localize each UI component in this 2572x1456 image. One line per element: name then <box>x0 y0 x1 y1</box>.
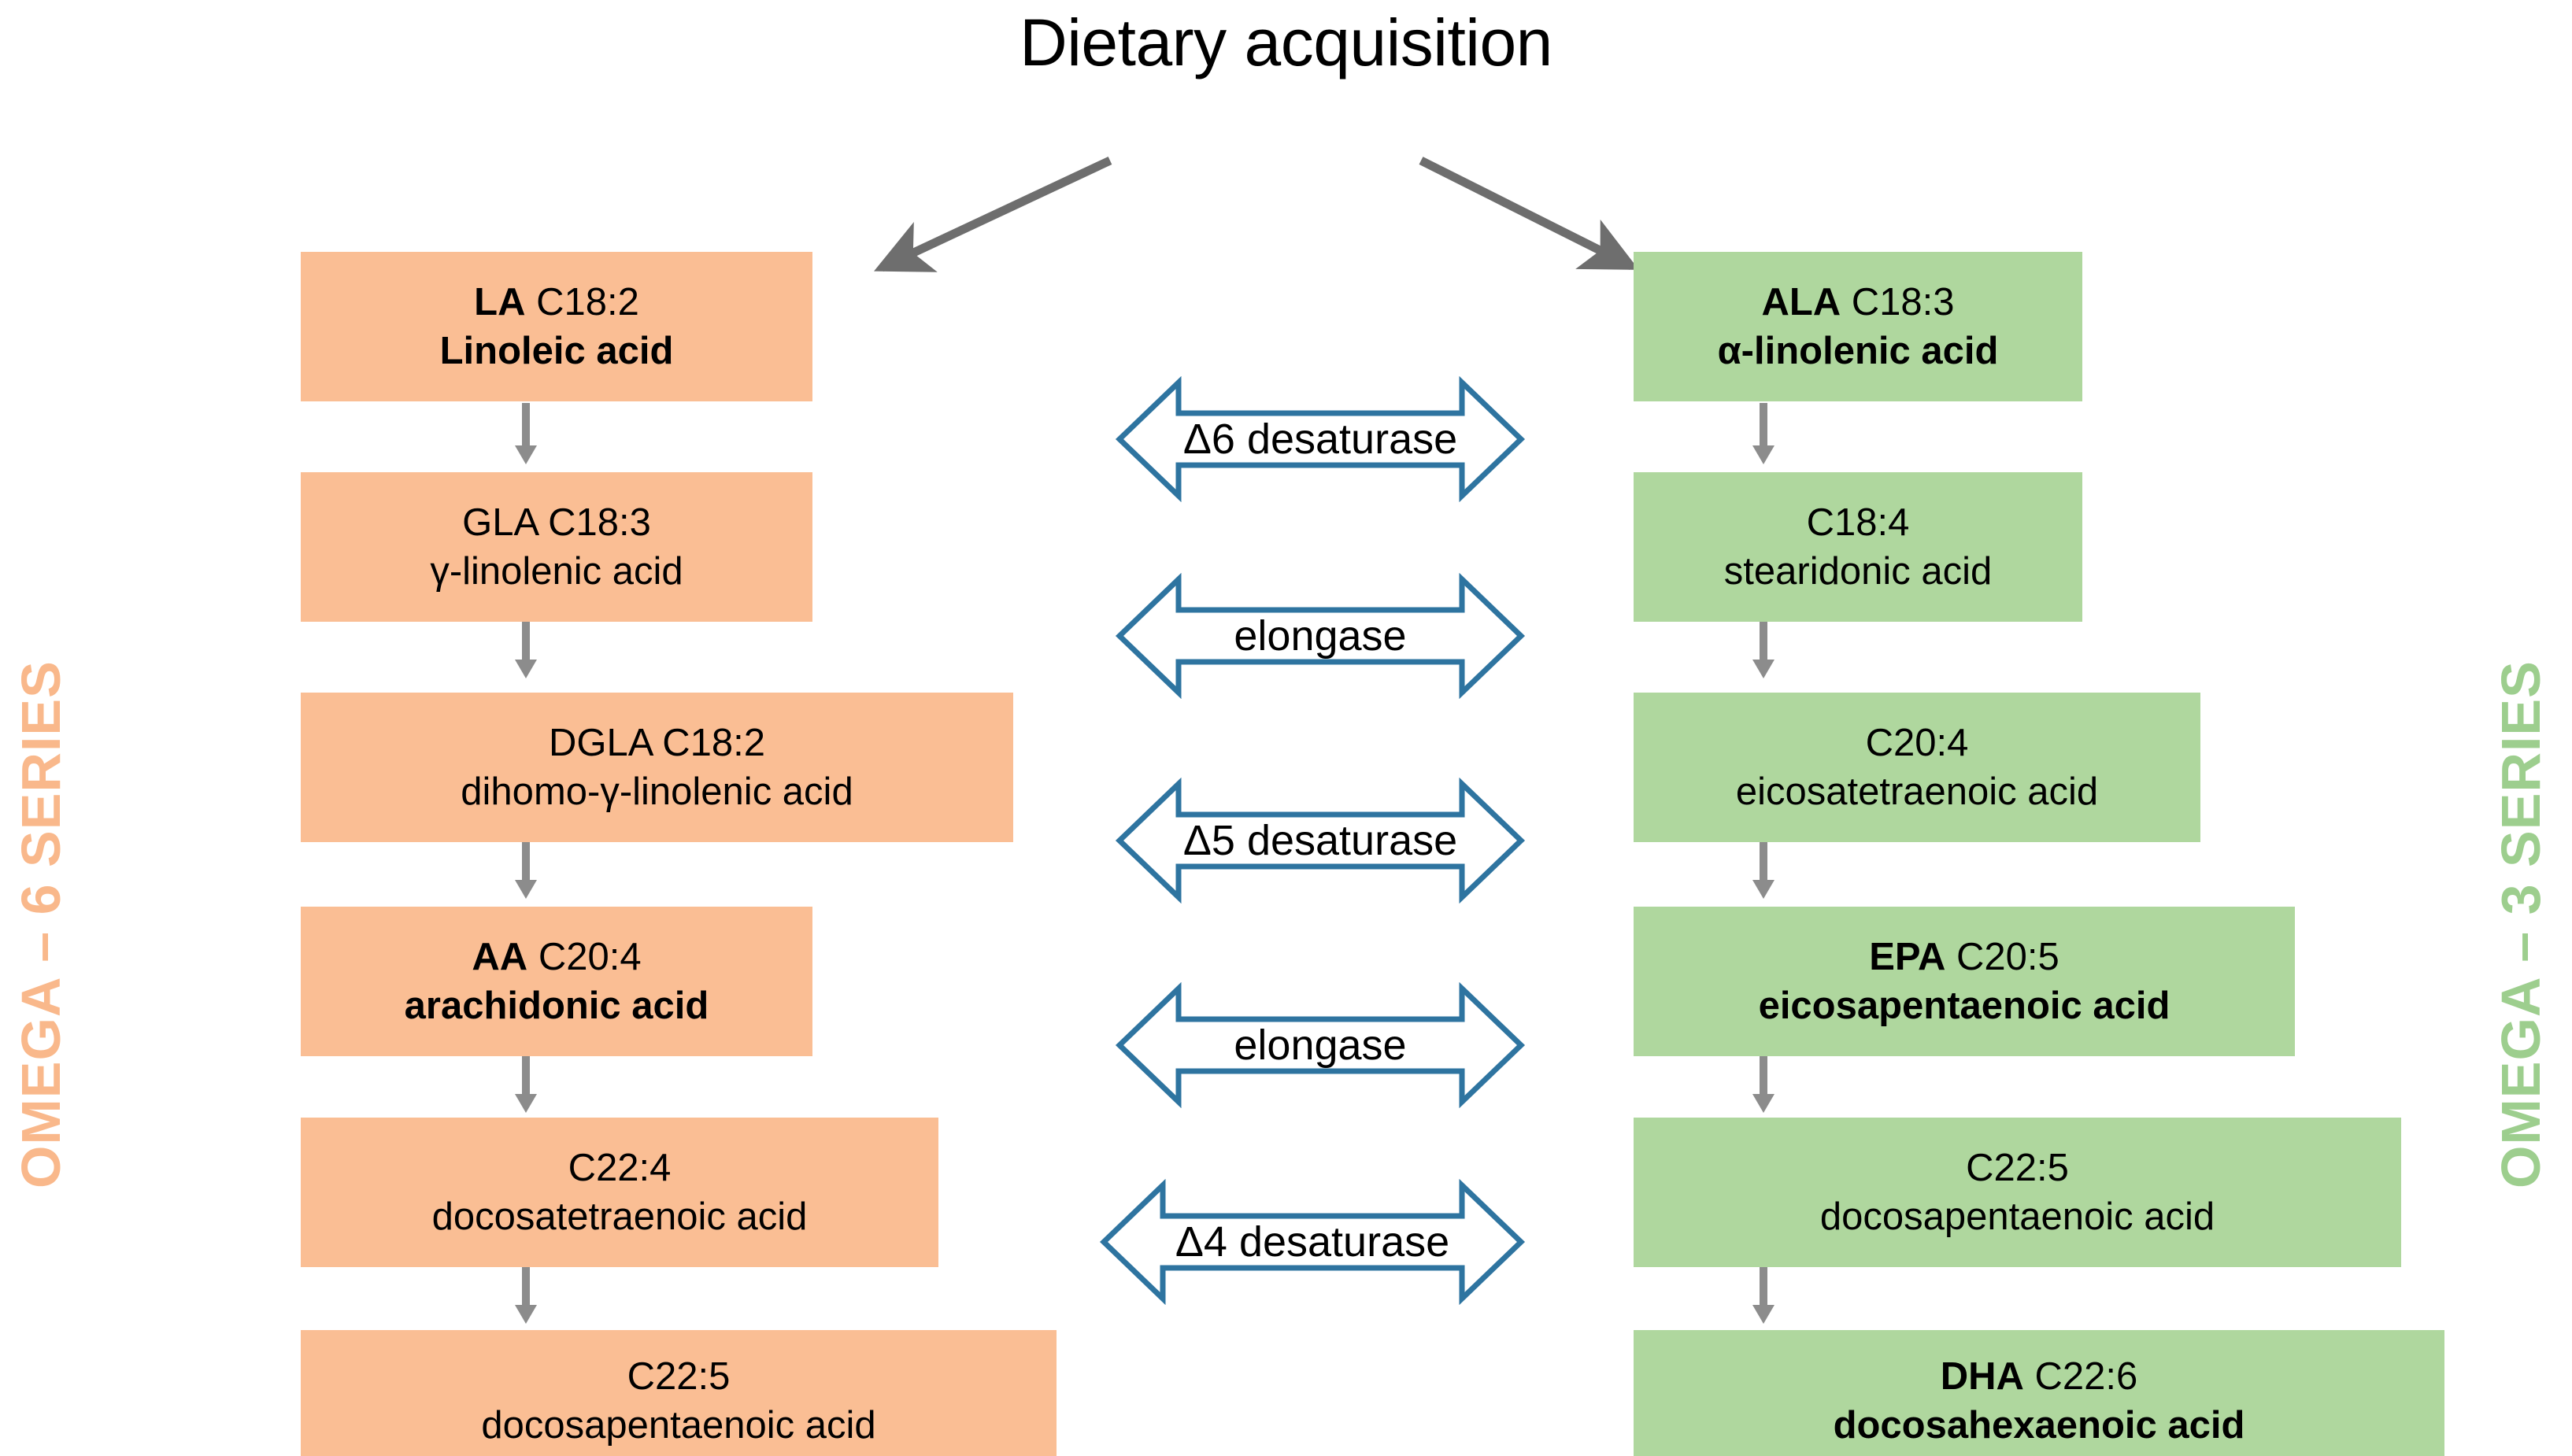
metabolite-name: α-linolenic acid <box>1717 330 1999 372</box>
double-arrow-icon <box>1099 1179 1526 1305</box>
metabolite-box-c184[interactable]: C18:4 stearidonic acid <box>1634 472 2082 622</box>
dietary-arrow-left <box>874 157 1112 272</box>
page-title: Dietary acquisition <box>1020 6 1552 79</box>
metabolite-abbr: AA <box>472 936 528 978</box>
omega3-series-label: OMEGA – 3 SERIES <box>2490 660 2552 1188</box>
metabolite-code: C20:4 <box>1865 722 1969 764</box>
metabolite-name: arachidonic acid <box>404 985 709 1027</box>
metabolite-name: docosahexaenoic acid <box>1833 1404 2245 1447</box>
enzyme-arrow-d5-desaturase[interactable]: Δ5 desaturase <box>1053 778 1588 904</box>
metabolite-box-c225-omega6[interactable]: C22:5 docosapentaenoic acid <box>301 1330 1057 1456</box>
metabolite-name: eicosapentaenoic acid <box>1758 985 2170 1027</box>
double-arrow-icon <box>1115 376 1526 502</box>
metabolite-abbr: LA <box>474 281 526 323</box>
metabolite-code: C18:2 <box>536 281 639 323</box>
metabolite-name: stearidonic acid <box>1723 550 1993 593</box>
metabolite-box-dgla[interactable]: DGLA C18:2 dihomo-γ-linolenic acid <box>301 693 1013 842</box>
metabolite-name: docosatetraenoic acid <box>431 1195 808 1238</box>
metabolite-box-c204[interactable]: C20:4 eicosatetraenoic acid <box>1634 693 2200 842</box>
metabolite-abbr: ALA <box>1761 281 1841 323</box>
enzyme-label: Δ4 desaturase <box>1175 1218 1450 1266</box>
metabolite-box-ala[interactable]: ALA C18:3 α-linolenic acid <box>1634 252 2082 401</box>
omega6-series-label: OMEGA – 6 SERIES <box>10 660 72 1188</box>
dietary-arrow-right <box>1419 157 1639 270</box>
metabolite-box-dha[interactable]: DHA C22:6 docosahexaenoic acid <box>1634 1330 2444 1456</box>
metabolite-code: C22:5 <box>627 1355 731 1398</box>
metabolite-name: eicosatetraenoic acid <box>1735 770 2099 813</box>
metabolite-name: γ-linolenic acid <box>430 550 683 593</box>
metabolite-abbr: DGLA <box>548 722 652 764</box>
enzyme-arrow-elongase-1[interactable]: elongase <box>1053 573 1588 699</box>
metabolite-name: dihomo-γ-linolenic acid <box>461 770 853 813</box>
enzyme-label: Δ6 desaturase <box>1182 416 1458 463</box>
double-arrow-icon <box>1115 573 1526 699</box>
metabolite-box-c224[interactable]: C22:4 docosatetraenoic acid <box>301 1118 938 1267</box>
metabolite-name: Linoleic acid <box>439 330 674 372</box>
metabolite-box-c225-omega3[interactable]: C22:5 docosapentaenoic acid <box>1634 1118 2401 1267</box>
metabolite-code: C22:4 <box>568 1147 672 1189</box>
metabolite-code: C22:6 <box>2034 1355 2138 1398</box>
metabolite-abbr: GLA <box>462 501 538 544</box>
enzyme-label: Δ5 desaturase <box>1182 817 1458 864</box>
metabolite-box-aa[interactable]: AA C20:4 arachidonic acid <box>301 907 812 1056</box>
enzyme-label: elongase <box>1234 612 1407 660</box>
enzyme-label: elongase <box>1234 1022 1407 1069</box>
metabolite-box-la[interactable]: LA C18:2 Linoleic acid <box>301 252 812 401</box>
metabolite-name: docosapentaenoic acid <box>1819 1195 2215 1238</box>
metabolite-code: C22:5 <box>1966 1147 2069 1189</box>
double-arrow-icon <box>1115 982 1526 1108</box>
metabolite-code: C18:3 <box>1851 281 1955 323</box>
enzyme-arrow-elongase-2[interactable]: elongase <box>1053 982 1588 1108</box>
double-arrow-icon <box>1115 778 1526 904</box>
metabolite-abbr: DHA <box>1940 1355 2024 1398</box>
metabolite-code: C18:3 <box>548 501 651 544</box>
metabolite-abbr: EPA <box>1869 936 1946 978</box>
metabolite-code: C20:4 <box>538 936 642 978</box>
metabolite-code: C20:5 <box>1956 936 2059 978</box>
metabolite-name: docosapentaenoic acid <box>481 1404 876 1447</box>
metabolite-code: C18:2 <box>662 722 766 764</box>
enzyme-arrow-d4-desaturase[interactable]: Δ4 desaturase <box>1037 1179 1588 1305</box>
enzyme-arrow-d6-desaturase[interactable]: Δ6 desaturase <box>1053 376 1588 502</box>
metabolite-box-epa[interactable]: EPA C20:5 eicosapentaenoic acid <box>1634 907 2295 1056</box>
metabolite-box-gla[interactable]: GLA C18:3 γ-linolenic acid <box>301 472 812 622</box>
metabolite-code: C18:4 <box>1806 501 1910 544</box>
